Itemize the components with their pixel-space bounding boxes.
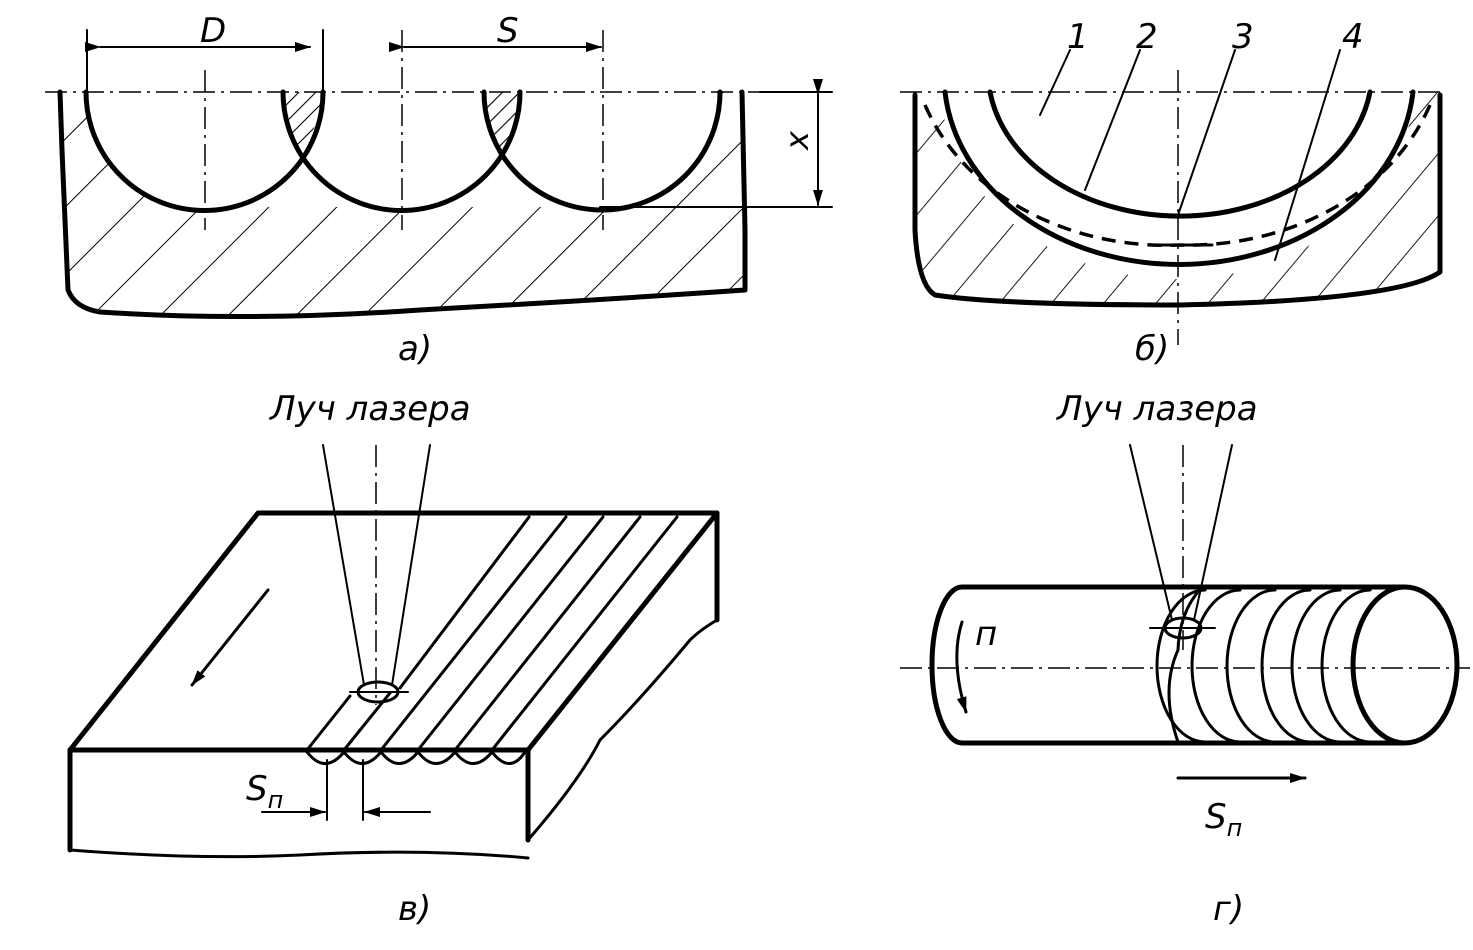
workpiece-section xyxy=(57,89,748,320)
rotation-label: п xyxy=(975,614,997,654)
caption-a: а) xyxy=(398,329,432,369)
label-4: 4 xyxy=(1342,17,1364,57)
laser-beam-v xyxy=(322,444,431,705)
sp-label-v: Sп xyxy=(246,769,283,814)
leader-4 xyxy=(1274,49,1341,261)
caption-g: г) xyxy=(1213,889,1244,929)
dimension-x: x xyxy=(599,79,833,208)
hardened-spots xyxy=(83,89,723,213)
caption-v: в) xyxy=(398,889,431,929)
dimension-d: D xyxy=(85,11,311,52)
shaft xyxy=(900,584,1470,746)
label-3: 3 xyxy=(1232,17,1254,57)
caption-b: б) xyxy=(1135,329,1169,369)
label-2: 2 xyxy=(1136,17,1158,57)
dimension-s-label: S xyxy=(497,11,519,51)
leader-1 xyxy=(1039,49,1071,116)
rotation-arrow: п xyxy=(955,614,997,714)
zone-1-boundary xyxy=(987,89,1373,219)
zone-2-boundary xyxy=(942,89,1416,267)
motion-arrow xyxy=(190,588,270,687)
panel-b: 1 2 3 4 б) xyxy=(900,17,1445,369)
panel-v: Луч лазера xyxy=(67,389,720,929)
leader-3 xyxy=(1177,49,1236,216)
label-1: 1 xyxy=(1067,17,1089,57)
sp-label-g: Sп xyxy=(1205,797,1242,842)
panel-g: Луч лазера п Sп xyxy=(900,389,1470,929)
beam-label-v: Луч лазера xyxy=(268,389,471,429)
hardened-tracks xyxy=(305,515,679,765)
feed-arrow-g: Sп xyxy=(1176,773,1307,842)
dimension-sp-v: Sп xyxy=(246,759,431,821)
laser-beam-g xyxy=(1129,444,1233,650)
beam-label-g: Луч лазера xyxy=(1055,389,1258,429)
dimension-s: S xyxy=(389,11,602,52)
panel-a: D S x а) xyxy=(45,11,833,369)
leader-2 xyxy=(1084,49,1141,191)
dimension-d-label: D xyxy=(200,11,226,51)
dimension-x-label: x xyxy=(778,130,816,151)
